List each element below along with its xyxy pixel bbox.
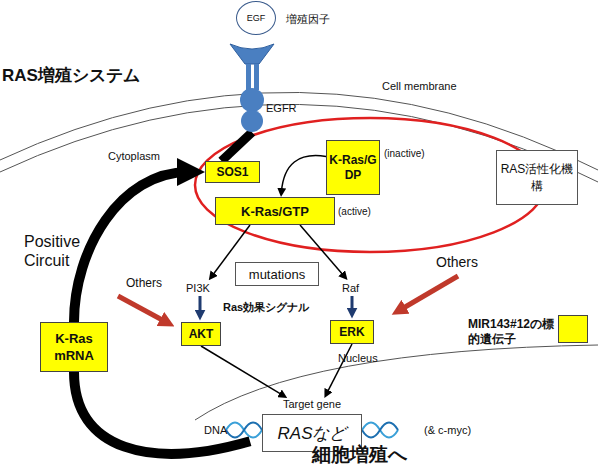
node-text: mutations	[249, 267, 305, 282]
receptor-kinase	[241, 110, 263, 132]
text-label: Raf	[342, 282, 359, 294]
receptor-transmembrane	[254, 64, 259, 90]
node-box: K-Ras/GTP	[215, 197, 335, 225]
activation-ellipse	[195, 118, 545, 252]
connector	[201, 346, 283, 395]
node-box: AKT	[181, 322, 221, 346]
text-label: Others	[126, 276, 162, 290]
text-label: Others	[436, 254, 478, 270]
others-arrow	[118, 296, 166, 322]
text-label: (inactive)	[384, 148, 425, 159]
connector	[281, 156, 326, 192]
node-box: RASなど Target gene	[250, 398, 374, 452]
others-arrow	[400, 276, 458, 310]
text-label: 細胞増殖へ	[312, 442, 407, 468]
thick-connector	[74, 172, 188, 322]
signal-arrow	[351, 296, 354, 312]
connector	[327, 344, 352, 393]
node-text: EGF	[247, 13, 266, 23]
legend-swatch	[558, 315, 588, 343]
text-label: (& c-myc)	[424, 424, 471, 436]
node-text: AKT	[189, 327, 214, 341]
dna-helix	[362, 423, 398, 438]
text-label: Cell membrane	[382, 80, 457, 92]
node-text: SOS1	[216, 165, 248, 179]
node-text: EGFR	[266, 102, 297, 114]
legend-text: MIR143#12の標的遺伝子	[468, 317, 556, 347]
thick-connector	[74, 372, 250, 454]
thick-connector	[222, 132, 253, 161]
node-box: SOS1	[205, 161, 260, 183]
text-label: DNA	[204, 424, 227, 436]
dna-helix	[362, 423, 398, 438]
node-box: mutations	[235, 262, 319, 286]
node-text: K-Ras mRNA	[41, 330, 107, 364]
signal-arrow	[199, 296, 202, 314]
text-label: RAS増殖システム	[2, 64, 140, 87]
node-text: Target gene	[250, 398, 374, 410]
text-label: Nucleus	[338, 352, 378, 364]
text-label: Positive Circuit	[24, 232, 106, 270]
node-box: K-Ras mRNA	[40, 322, 108, 372]
text-label: (active)	[338, 206, 371, 217]
receptor-symbol	[228, 42, 278, 134]
text-label: Cytoplasm	[108, 150, 160, 162]
dna-helix	[226, 423, 262, 438]
nucleus-membrane	[195, 345, 598, 420]
receptor-transmembrane	[246, 64, 251, 90]
text-label: Ras効果シグナル	[223, 300, 309, 315]
node-text: ERK	[339, 325, 364, 339]
node-text: K-Ras/GTP	[241, 204, 309, 219]
node-text: RAS活性化機構	[497, 161, 577, 195]
node-box: ERK	[330, 320, 374, 344]
text-label: 増殖因子	[286, 12, 330, 27]
node-text: RASなど	[278, 422, 347, 445]
node-box: RAS活性化機構	[496, 150, 578, 205]
node-box: K-Ras/GDP	[326, 140, 380, 195]
node-box: EGF	[236, 1, 276, 35]
receptor-kinase	[240, 88, 264, 112]
text-label: PI3K	[186, 282, 210, 294]
node-box: EGFR	[228, 42, 303, 134]
node-text: K-Ras/GDP	[327, 153, 379, 183]
dna-helix	[226, 423, 262, 438]
receptor-ligand-site	[230, 44, 274, 64]
